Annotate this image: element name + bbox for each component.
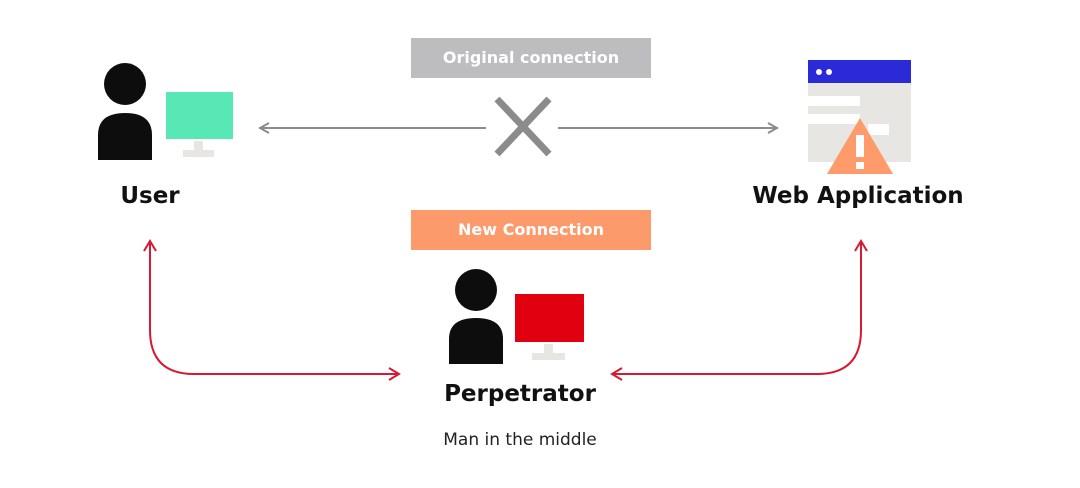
new-connection-label: New Connection: [458, 220, 604, 239]
attack-arrow-user-perpetrator: [143, 239, 401, 381]
web-application-label: Web Application: [752, 183, 964, 209]
original-connection: [260, 96, 777, 157]
person-icon: [98, 63, 152, 160]
perpetrator-label: Perpetrator: [444, 381, 596, 407]
new-connection-banner: New Connection: [411, 210, 651, 250]
warning-icon: [827, 118, 893, 174]
person-icon: [449, 269, 503, 364]
attack-arrow-perpetrator-webapp: [610, 239, 868, 381]
monitor-icon: [166, 92, 233, 157]
web-app-node-icon: [808, 60, 911, 174]
perpetrator-subtitle: Man in the middle: [443, 430, 597, 450]
user-node-icon: [98, 63, 233, 160]
original-connection-label: Original connection: [442, 48, 620, 67]
original-connection-banner: Original connection: [411, 38, 651, 78]
user-label: User: [120, 183, 180, 209]
x-cross-icon: [494, 96, 552, 157]
perpetrator-node-icon: [449, 269, 584, 364]
monitor-icon: [515, 294, 584, 360]
